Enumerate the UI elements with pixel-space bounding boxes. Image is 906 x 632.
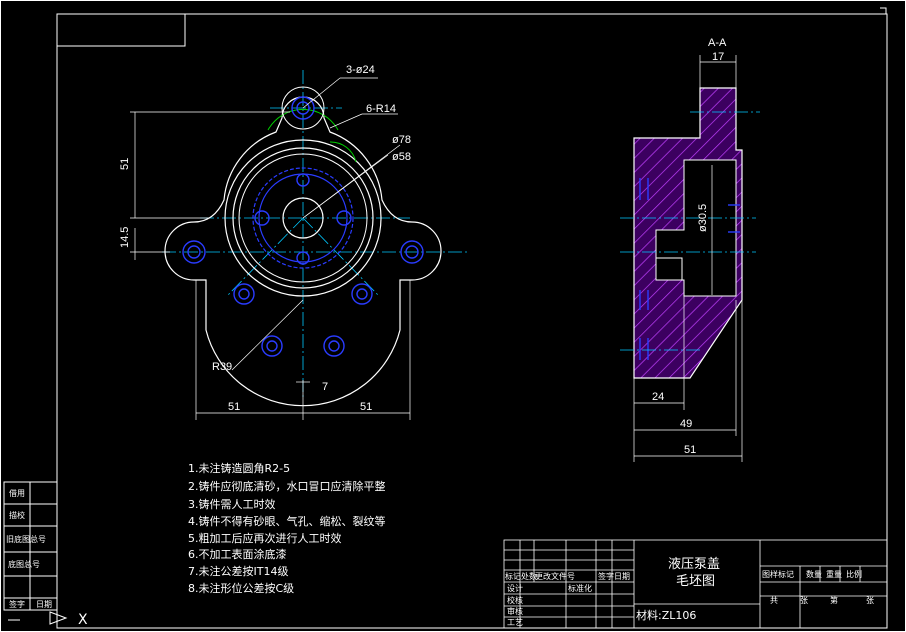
title-cell: 标记 (505, 571, 521, 581)
title-cell: 工艺 (507, 618, 523, 627)
dim-49-label: 49 (680, 418, 692, 430)
title-cell: 审核 (507, 606, 523, 616)
ucs-x-icon: X (78, 612, 88, 628)
part-name: 液压泵盖 (668, 557, 720, 572)
std-label: 标准化 (568, 583, 592, 593)
top-left-code-box (56, 13, 186, 47)
hole-callout: 3-ø24 (346, 64, 375, 76)
center-lines (162, 70, 470, 398)
drawing-type: 毛坯图 (676, 574, 715, 589)
top-lug-outline (281, 86, 325, 130)
title-block (503, 539, 888, 629)
r39-label: R39 (212, 361, 232, 373)
dia-78-label: ø78 (392, 134, 411, 146)
technical-notes: 1.未注铸造圆角R2-5 2.铸件应彻底清砂，水口冒口应清除平整 3.铸件需人工… (188, 461, 386, 595)
title-cell: 张 (866, 596, 874, 605)
section-label: A-A (708, 37, 727, 49)
hidden-bore-58 (252, 167, 354, 269)
note-line: 2.铸件应彻底清砂，水口冒口应清除平整 (188, 479, 386, 493)
section-view: A-A 17 ø30.5 24 49 51 (620, 37, 760, 462)
vertical-14-5-label: 14.5 (119, 227, 131, 248)
section-center-lines (620, 111, 760, 351)
bolt-holes-hidden (182, 96, 424, 357)
section-pocket (655, 257, 683, 281)
note-line: 1.未注铸造圆角R2-5 (188, 461, 290, 475)
vertical-51-label: 51 (119, 158, 131, 170)
note-line: 3.铸件需人工时效 (188, 497, 276, 511)
side-strip-label: 签字 (9, 599, 25, 609)
ucs-arrow-icon (49, 611, 68, 625)
title-cell: 签字 (598, 571, 614, 581)
title-cell: 图样标记 (762, 569, 794, 579)
side-strip-label: 借用 (9, 488, 25, 498)
side-strip (3, 481, 58, 611)
note-line: 4.铸件不得有砂眼、气孔、缩松、裂纹等 (188, 514, 386, 528)
title-cell: 设计 (507, 583, 523, 593)
side-strip-label: 描校 (9, 510, 25, 520)
bore-inner (238, 153, 368, 283)
side-strip-label: 底图总号 (8, 559, 40, 569)
material-label: 材料:ZL106 (636, 608, 696, 622)
note-line: 8.未注形位公差按C级 (188, 581, 294, 595)
dim-51-label: 51 (684, 444, 696, 456)
note-line: 6.不加工表面涂底漆 (188, 547, 287, 561)
green-construction-arc (267, 108, 339, 131)
outer-boss (224, 139, 382, 297)
center-hole (282, 197, 324, 239)
note-line: 7.未注公差按IT14级 (188, 564, 288, 578)
note-line: 5.粗加工后应再次进行人工时效 (188, 531, 342, 545)
right-51-label: 51 (360, 401, 372, 413)
dim-7-label: 7 (322, 381, 328, 393)
corner-mark (880, 7, 887, 14)
title-cell: 处数 (521, 571, 537, 581)
left-51-label: 51 (228, 401, 240, 413)
title-cell: 第 (830, 595, 838, 605)
dimension-lines (130, 77, 411, 420)
dim-dia-label: ø30.5 (697, 204, 709, 232)
title-cell: 校核 (507, 595, 523, 605)
bore-78 (232, 147, 374, 289)
dia-58-label: ø58 (392, 151, 411, 163)
title-cell: 数量 (806, 569, 822, 579)
title-cell: 共 (770, 596, 778, 605)
green-construction-arc (329, 141, 357, 163)
radius-callout: 6-R14 (366, 103, 396, 115)
front-view: 3-ø24 6-R14 ø78 ø58 51 14.5 R39 7 51 51 (119, 64, 470, 420)
drawing-frame (56, 13, 888, 629)
dim-17-label: 17 (712, 51, 724, 63)
side-strip-label: 旧底图总号 (6, 534, 46, 544)
section-dimension-lines (633, 55, 743, 462)
title-cell: 张 (800, 596, 808, 605)
section-hidden-lines (639, 178, 740, 360)
side-strip-label: 日期 (36, 600, 52, 609)
title-cell: 重量 (826, 569, 842, 579)
title-cell: 日期 (614, 572, 630, 581)
flange-outline (164, 96, 442, 407)
title-cell: 更改文件号 (535, 571, 575, 581)
title-cell: 比例 (846, 569, 862, 579)
dim-24-label: 24 (652, 391, 664, 403)
